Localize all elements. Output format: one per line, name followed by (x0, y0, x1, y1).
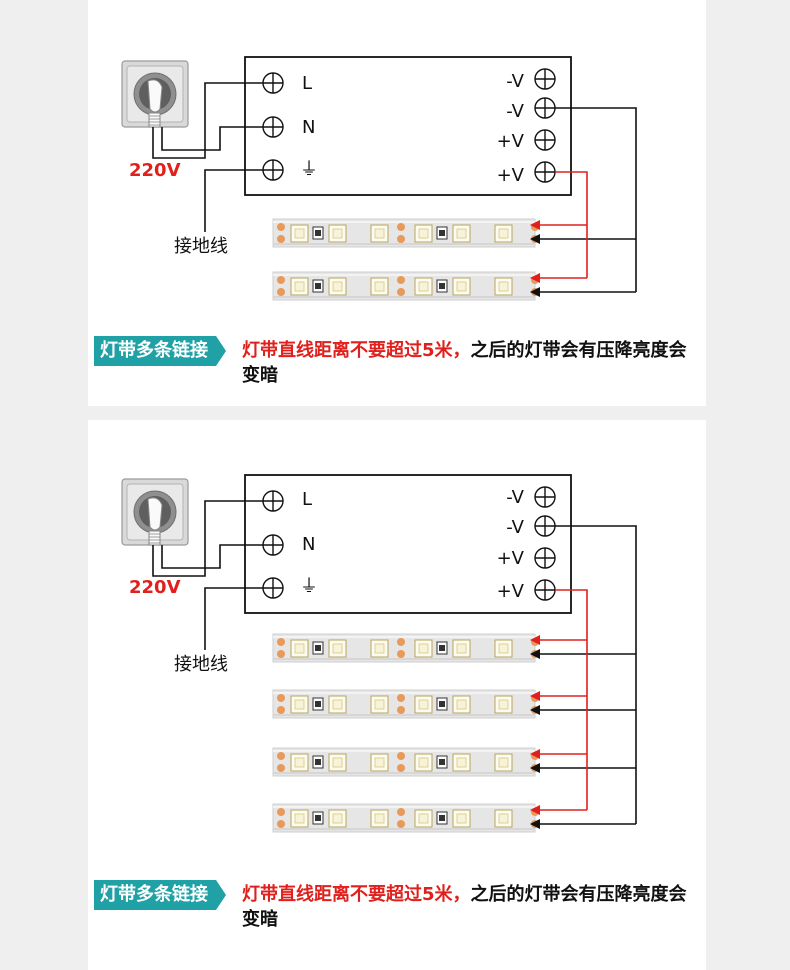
power-socket-icon (121, 478, 189, 546)
caption-tag: 灯带多条链接 (94, 880, 226, 910)
arrow-head (530, 635, 540, 645)
mains-wire-neutral (161, 544, 263, 569)
arrow-head (530, 763, 540, 773)
power-supply-box (244, 474, 572, 614)
terminal-screw-icon (262, 159, 284, 181)
caption-detail: 之后的灯带会有压降亮度会变暗 (242, 884, 687, 930)
terminal-screw-icon (262, 490, 284, 512)
caption-note: 灯带直线距离不要超过5米，之后的灯带会有压降亮度会变暗 (242, 338, 702, 388)
terminal-screw-icon (534, 68, 556, 90)
negative-bus-wire (555, 107, 637, 292)
led-strip (272, 633, 539, 663)
power-supply-box (244, 56, 572, 196)
arrow-head (530, 220, 540, 230)
terminal-label-n: N (302, 534, 316, 555)
caption-warning: 灯带直线距离不要超过5米， (242, 884, 471, 905)
positive-bus-wire (555, 589, 588, 810)
terminal-label-l: L (302, 489, 313, 510)
terminal-screw-icon (534, 515, 556, 537)
terminal-label-n: N (302, 117, 316, 138)
arrow-head (530, 819, 540, 829)
arrow-head (530, 805, 540, 815)
arrow-head (530, 273, 540, 283)
mains-wire-neutral (161, 126, 263, 151)
terminal-label-l: L (302, 73, 313, 94)
terminal-screw-icon (262, 577, 284, 599)
terminal-label-neg-2: -V (506, 517, 524, 538)
terminal-screw-icon (262, 534, 284, 556)
terminal-label-pos-2: +V (496, 165, 524, 186)
arrow-head (530, 691, 540, 701)
arrow-head (530, 234, 540, 244)
mains-wire-live (152, 82, 263, 159)
terminal-screw-icon (534, 129, 556, 151)
led-strip (272, 689, 539, 719)
negative-bus-wire (555, 525, 637, 824)
terminal-screw-icon (534, 547, 556, 569)
led-strip (272, 803, 539, 833)
terminal-label-neg-2: -V (506, 101, 524, 122)
terminal-label-neg-1: -V (506, 71, 524, 92)
terminal-label-neg-1: -V (506, 487, 524, 508)
ground-wire (204, 169, 263, 232)
arrow-head (530, 649, 540, 659)
terminal-screw-icon (534, 579, 556, 601)
led-strip (272, 218, 539, 248)
terminal-screw-icon (262, 116, 284, 138)
voltage-label: 220V (129, 160, 181, 181)
arrow-head (530, 287, 540, 297)
power-socket-icon (121, 60, 189, 128)
terminal-label-ground: ⏚ (300, 576, 318, 597)
voltage-label: 220V (129, 577, 181, 598)
terminal-screw-icon (534, 97, 556, 119)
caption-tag: 灯带多条链接 (94, 336, 226, 366)
caption-detail: 之后的灯带会有压降亮度会变暗 (242, 340, 687, 386)
arrow-head (530, 749, 540, 759)
terminal-screw-icon (534, 161, 556, 183)
caption-warning: 灯带直线距离不要超过5米， (242, 340, 471, 361)
led-strip (272, 271, 539, 301)
arrow-head (530, 705, 540, 715)
terminal-screw-icon (262, 72, 284, 94)
ground-wire-label: 接地线 (174, 654, 228, 675)
mains-wire-live (152, 500, 263, 577)
led-strip (272, 747, 539, 777)
positive-bus-wire (555, 171, 588, 278)
terminal-label-pos-1: +V (496, 131, 524, 152)
terminal-label-pos-1: +V (496, 548, 524, 569)
caption-note: 灯带直线距离不要超过5米，之后的灯带会有压降亮度会变暗 (242, 882, 702, 932)
terminal-label-ground: ⏚ (300, 159, 318, 180)
terminal-label-pos-2: +V (496, 581, 524, 602)
ground-wire (204, 587, 263, 650)
terminal-screw-icon (534, 486, 556, 508)
ground-wire-label: 接地线 (174, 236, 228, 257)
